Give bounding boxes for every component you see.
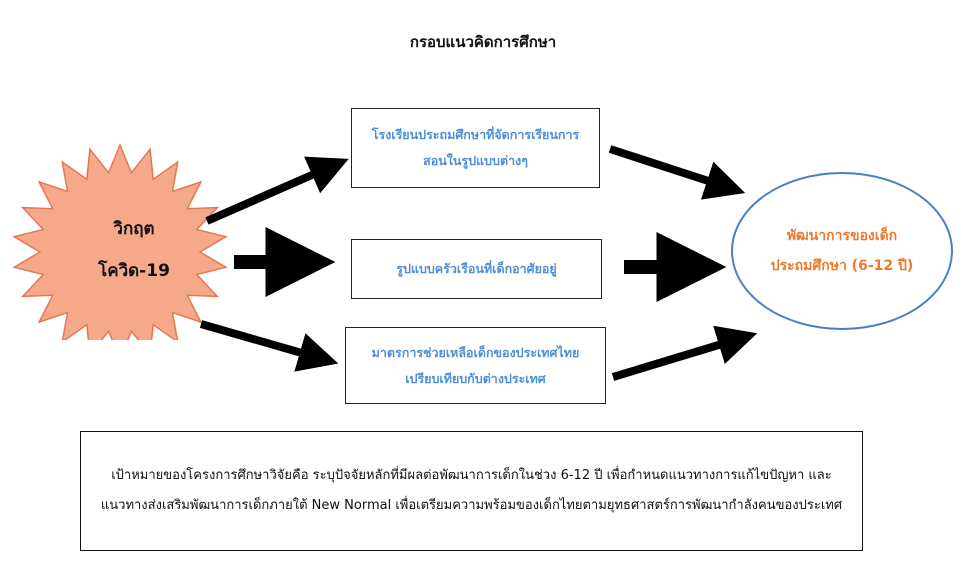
- outcome-ellipse: พัฒนาการของเด็กประถมศึกษา (6-12 ปี): [731, 172, 953, 330]
- outcome-label: พัฒนาการของเด็กประถมศึกษา (6-12 ปี): [770, 228, 914, 274]
- arrow-measures-to-outcome: [611, 325, 758, 381]
- diagram-title: กรอบแนวคิดการศึกษา: [409, 33, 557, 51]
- crisis-label-line2: โควิด-19: [98, 261, 170, 281]
- factor-box-measures: มาตรการช่วยเหลือเด็กของประเทศไทยเปรียบเท…: [345, 327, 606, 404]
- crisis-label-line1: วิกฤต: [113, 219, 155, 239]
- arrow-crisis-to-measures: [199, 320, 339, 372]
- starburst-shape: [12, 143, 228, 340]
- arrow-crisis-to-schools: [205, 156, 349, 225]
- arrow-schools-to-outcome: [608, 145, 746, 200]
- goal-statement-box: เป้าหมายของโครงการศึกษาวิจัยคือ ระบุปัจจ…: [80, 431, 863, 551]
- factor-box-schools: โรงเรียนประถมศึกษาที่จัดการเรียนการสอนใน…: [351, 108, 600, 188]
- crisis-starburst: [12, 143, 228, 340]
- goal-statement: เป้าหมายของโครงการศึกษาวิจัยคือ ระบุปัจจ…: [100, 468, 843, 513]
- factor-box-household: รูปแบบครัวเรือนที่เด็กอาศัยอยู่: [351, 239, 602, 299]
